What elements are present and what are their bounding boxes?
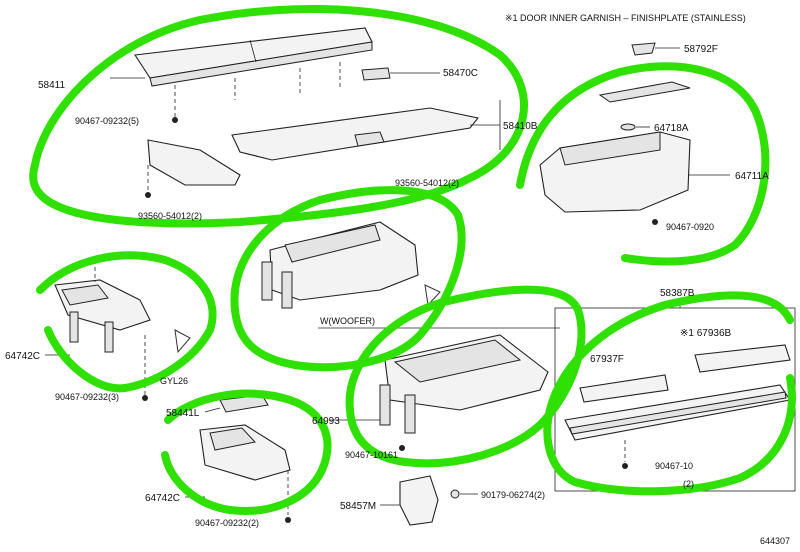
- storage-tray-group: [539, 42, 730, 225]
- label-90467-09232-3: 90467-09232(3): [55, 392, 119, 402]
- deck-board: [231, 107, 479, 161]
- label-58411: 58411: [38, 80, 66, 91]
- bracket-upper-group: [45, 260, 191, 401]
- highlight-underfloor-box: [230, 186, 466, 372]
- label-paren-2: (2): [683, 479, 694, 489]
- label-90467-10: 90467-10: [655, 461, 693, 471]
- hatch-cover-58470C: [361, 67, 391, 81]
- label-67936B: ※1 67936B: [680, 328, 732, 339]
- garnish-67936B: [694, 344, 791, 373]
- label-64718A: 64718A: [654, 123, 689, 134]
- woofer-box-rim: [393, 339, 522, 383]
- label-90179-06274-2: 90179-06274(2): [481, 490, 545, 500]
- box-leg-mid: [281, 271, 293, 309]
- bracket-upper: [54, 279, 151, 331]
- highlight-storage-tray: [516, 62, 770, 266]
- label-58792F: 58792F: [684, 44, 718, 55]
- label-58470C: 58470C: [443, 68, 478, 79]
- label-64711A: 64711A: [735, 171, 769, 182]
- label-93560-54012-2a: 93560-54012(2): [138, 211, 202, 221]
- highlight-bracket-upper: [36, 251, 217, 393]
- bracket-upper-top: [61, 284, 109, 306]
- deck-board-group: [110, 27, 501, 198]
- label-90467-09232-2: 90467-09232(2): [195, 518, 259, 528]
- direction-arrow-upper: [424, 284, 441, 307]
- side-board: [147, 139, 241, 186]
- box-leg-left: [261, 261, 273, 301]
- scuff-plate-edge: [569, 391, 787, 435]
- label-67937F: 67937F: [590, 354, 624, 365]
- garnish-67937F: [579, 374, 669, 403]
- label-58441L: 58441L: [166, 408, 200, 419]
- woofer-box-group: [318, 327, 560, 451]
- plug-64718A: [620, 123, 636, 131]
- tonneau-cover-edge: [149, 41, 373, 87]
- highlight-annotations: [29, 5, 796, 515]
- storage-tray-rim: [559, 131, 661, 166]
- tray-lid: [598, 81, 691, 103]
- bracket-58457M-group: [380, 475, 478, 526]
- label-58410B: 58410B: [503, 121, 538, 132]
- label-64993: 64993: [312, 416, 340, 427]
- underfloor-box-rim: [284, 224, 381, 263]
- bracket-upper-leg2: [104, 321, 114, 353]
- bracket-lower-top: [209, 427, 256, 451]
- deck-board-hatch: [354, 131, 385, 147]
- label-58457M: 58457M: [340, 501, 376, 512]
- label-64742C-lower: 64742C: [145, 493, 180, 504]
- bracket-58457M: [399, 475, 439, 526]
- header-note: ※1 DOOR INNER GARNISH – FINISHPLATE (STA…: [505, 13, 746, 23]
- scuff-plate-group: [554, 298, 796, 492]
- label-58387B: 58387B: [660, 288, 695, 299]
- woofer-leg-left: [379, 384, 391, 426]
- label-90467-0920: 90467-0920: [666, 222, 714, 232]
- clip-90179: [450, 489, 460, 499]
- label-93560-54012-2b: 93560-54012(2): [395, 178, 459, 188]
- label-woofer: W(WOOFER): [320, 316, 375, 326]
- label-GYL26: GYL26: [160, 376, 188, 386]
- bracket-upper-leg1: [69, 311, 79, 343]
- highlight-bracket-lower: [161, 389, 332, 515]
- label-90467-09232-5: 90467-09232(5): [75, 116, 139, 126]
- highlight-deck-board: [29, 5, 528, 228]
- diagram-id: 644307: [760, 536, 790, 546]
- label-90467-10161: 90467-10161: [345, 450, 398, 460]
- label-64742C-upper: 64742C: [5, 351, 40, 362]
- bracket-lower-group: [185, 394, 291, 523]
- highlight-scuff-plate: [543, 291, 796, 496]
- direction-arrow-left: [174, 329, 191, 354]
- clip-58792F: [631, 42, 656, 56]
- woofer-leg-right: [404, 394, 416, 434]
- underfloor-box-group: [261, 221, 441, 309]
